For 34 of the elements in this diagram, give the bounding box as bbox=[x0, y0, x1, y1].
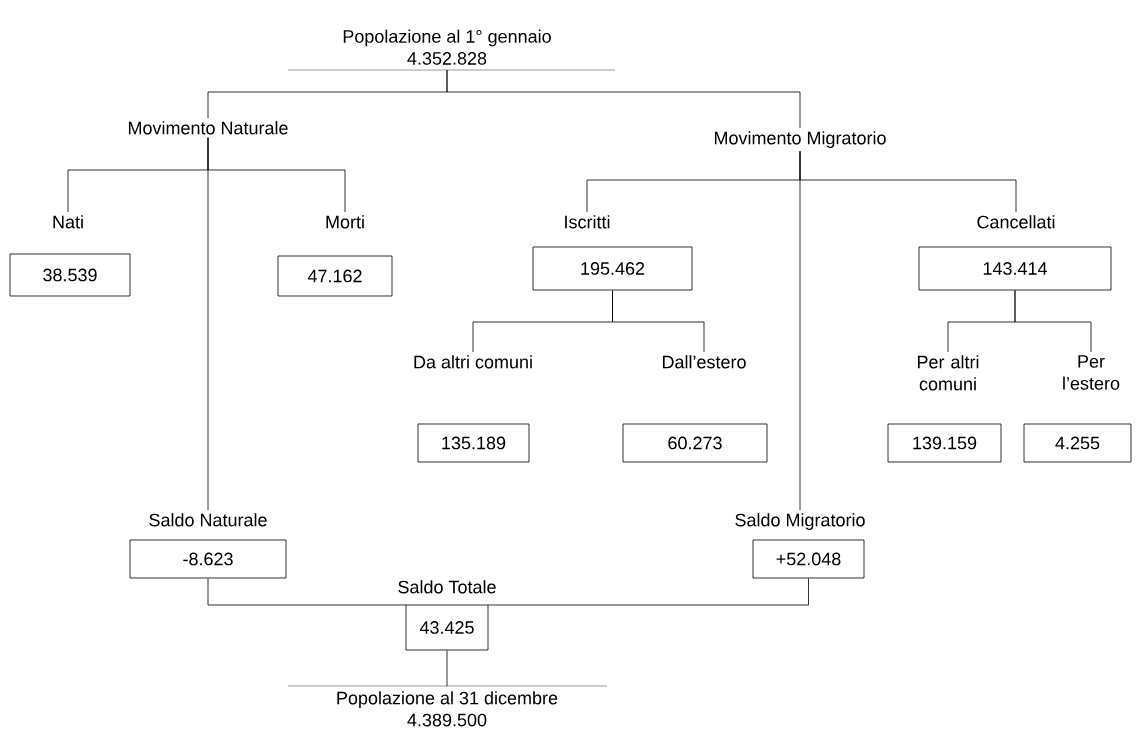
heading-label: Saldo Naturale bbox=[149, 513, 267, 527]
heading-label: Saldo Totale bbox=[398, 580, 496, 594]
connector-line bbox=[446, 69, 801, 129]
connector-line bbox=[488, 578, 809, 606]
value-box: 195.462 bbox=[532, 246, 693, 291]
value-box: +52.048 bbox=[752, 539, 865, 579]
heading-label: Morti bbox=[326, 215, 364, 229]
heading-label: Nati bbox=[53, 215, 83, 229]
heading-label: Per l’estero bbox=[1063, 355, 1120, 390]
heading-label: Movimento Naturale bbox=[128, 121, 288, 135]
connector-line bbox=[207, 137, 209, 511]
heading-label: Per altri comuni bbox=[917, 355, 979, 391]
value-box: 4.255 bbox=[1023, 423, 1132, 463]
heading-label: Saldo Migratorio bbox=[735, 513, 865, 530]
heading-label: Da altri comuni bbox=[414, 355, 532, 369]
value-box: 139.159 bbox=[887, 423, 1002, 463]
ruled-heading: Popolazione al 1° gennaio 4.352.828 bbox=[287, 29, 616, 71]
value-box: 143.414 bbox=[918, 246, 1112, 291]
heading-label: Cancellati bbox=[977, 215, 1055, 229]
heading-label: Movimento Migratorio bbox=[714, 131, 886, 148]
heading-label: Iscritti bbox=[565, 215, 610, 229]
connector-line bbox=[446, 650, 448, 687]
ruled-heading: Popolazione al 31 dicembre 4.389.500 bbox=[287, 685, 608, 727]
connector-line bbox=[612, 290, 705, 353]
value-box: 47.162 bbox=[277, 255, 393, 297]
value-box: -8.623 bbox=[129, 539, 287, 579]
value-box: 38.539 bbox=[9, 253, 131, 297]
value-box: 135.189 bbox=[417, 423, 530, 463]
heading-label: Dall’estero bbox=[662, 355, 746, 369]
connector-line bbox=[207, 578, 406, 606]
connector-line bbox=[799, 150, 801, 511]
value-box: 43.425 bbox=[405, 604, 489, 651]
value-box: 60.273 bbox=[622, 423, 768, 463]
connector-line bbox=[1014, 290, 1092, 353]
